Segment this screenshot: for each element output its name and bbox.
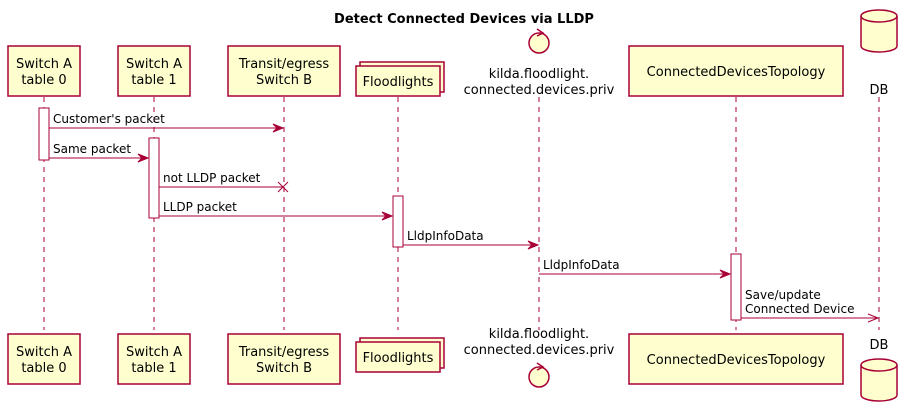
participant-swa1-top-line-0: Switch A bbox=[126, 57, 182, 72]
participant-db-top: DB bbox=[860, 9, 898, 98]
participant-box bbox=[117, 333, 191, 385]
arrowhead-icon bbox=[719, 269, 732, 279]
participant-swb-bottom-line-0: Transit/egress bbox=[238, 345, 330, 360]
participant-db-bottom-line-0: DB bbox=[870, 338, 889, 353]
database-rim-icon bbox=[860, 15, 898, 23]
message-1-label-0: Customer's packet bbox=[53, 112, 165, 126]
participant-swb-bottom-line-1: Switch B bbox=[256, 361, 312, 376]
message-7-label-0: Save/update bbox=[745, 288, 821, 302]
message-6: LldpInfoData bbox=[539, 258, 732, 279]
control-icon bbox=[528, 366, 550, 388]
participant-db-top-line-0: DB bbox=[870, 83, 889, 98]
participant-swa1-top-line-1: table 1 bbox=[131, 73, 176, 88]
activation-cdt-3 bbox=[730, 253, 742, 321]
control-arrow-icon bbox=[536, 28, 545, 37]
message-5: LldpInfoData bbox=[403, 229, 540, 250]
participant-kafka-top: kilda.floodlight.connected.devices.priv bbox=[464, 28, 615, 98]
participant-cdt-top: ConnectedDevicesTopology bbox=[628, 45, 844, 97]
participant-kafka-top-line-1: connected.devices.priv bbox=[464, 83, 615, 98]
activation-swa0-0 bbox=[38, 107, 50, 161]
message-5-label-0: LldpInfoData bbox=[407, 229, 484, 243]
participant-fl-bottom-line-0: Floodlights bbox=[363, 351, 434, 366]
activation-fl-2 bbox=[392, 195, 404, 248]
participant-fl-bottom: Floodlights bbox=[355, 337, 445, 373]
lost-message-x-icon bbox=[277, 181, 289, 193]
arrowhead-icon bbox=[381, 211, 394, 221]
diagram-title: Detect Connected Devices via LLDP bbox=[334, 12, 594, 27]
participant-db-bottom: DB bbox=[860, 338, 898, 402]
participant-swa0-top-line-1: table 0 bbox=[21, 73, 66, 88]
participant-box bbox=[227, 45, 341, 97]
participant-kafka-bottom-line-1: connected.devices.priv bbox=[464, 343, 615, 358]
participant-kafka-top-line-0: kilda.floodlight. bbox=[489, 67, 589, 82]
activation-swa1-1 bbox=[148, 137, 160, 219]
participant-fl-top-line-0: Floodlights bbox=[363, 75, 434, 90]
activations bbox=[38, 107, 742, 321]
participant-swb-top-line-1: Switch B bbox=[256, 73, 312, 88]
arrowhead-icon bbox=[137, 153, 150, 163]
message-4: LLDP packet bbox=[159, 200, 394, 221]
control-arrow-icon bbox=[536, 362, 545, 371]
participant-box bbox=[7, 333, 81, 385]
message-7-label-1: Connected Device bbox=[745, 302, 854, 316]
participant-cdt-bottom-line-0: ConnectedDevicesTopology bbox=[647, 353, 826, 368]
control-icon bbox=[528, 32, 550, 54]
database-icon bbox=[860, 358, 898, 402]
participant-kafka-bottom-line-0: kilda.floodlight. bbox=[489, 327, 589, 342]
message-3-label-0: not LLDP packet bbox=[163, 171, 261, 185]
message-1: Customer's packet bbox=[49, 112, 285, 133]
participant-box bbox=[628, 45, 844, 97]
message-4-label-0: LLDP packet bbox=[163, 200, 237, 214]
message-2: Same packet bbox=[49, 142, 150, 163]
message-2-label-0: Same packet bbox=[53, 142, 131, 156]
message-6-label-0: LldpInfoData bbox=[543, 258, 620, 272]
database-rim-icon bbox=[860, 364, 898, 372]
participant-box bbox=[117, 45, 191, 97]
participant-swa1-bottom-line-0: Switch A bbox=[126, 345, 182, 360]
database-icon bbox=[860, 9, 898, 53]
participant-kafka-bottom: kilda.floodlight.connected.devices.priv bbox=[464, 327, 615, 388]
participant-swa0-bottom-line-1: table 0 bbox=[21, 361, 66, 376]
async-arrowhead-icon bbox=[867, 313, 880, 323]
participant-cdt-top-line-0: ConnectedDevicesTopology bbox=[647, 65, 826, 80]
participant-swa1-bottom-line-1: table 1 bbox=[131, 361, 176, 376]
participant-box bbox=[7, 45, 81, 97]
participant-box bbox=[355, 65, 441, 97]
arrowhead-icon bbox=[272, 123, 285, 133]
participant-cdt-bottom: ConnectedDevicesTopology bbox=[628, 333, 844, 385]
participant-swa0-top-line-0: Switch A bbox=[16, 57, 72, 72]
arrowhead-icon bbox=[527, 240, 540, 250]
participant-swa0-bottom-line-0: Switch A bbox=[16, 345, 72, 360]
participant-box bbox=[227, 333, 341, 385]
participant-fl-top: Floodlights bbox=[355, 61, 445, 97]
message-3: not LLDP packet bbox=[159, 171, 289, 193]
participant-swb-top-line-0: Transit/egress bbox=[238, 57, 330, 72]
participant-box bbox=[355, 341, 441, 373]
participant-box bbox=[628, 333, 844, 385]
